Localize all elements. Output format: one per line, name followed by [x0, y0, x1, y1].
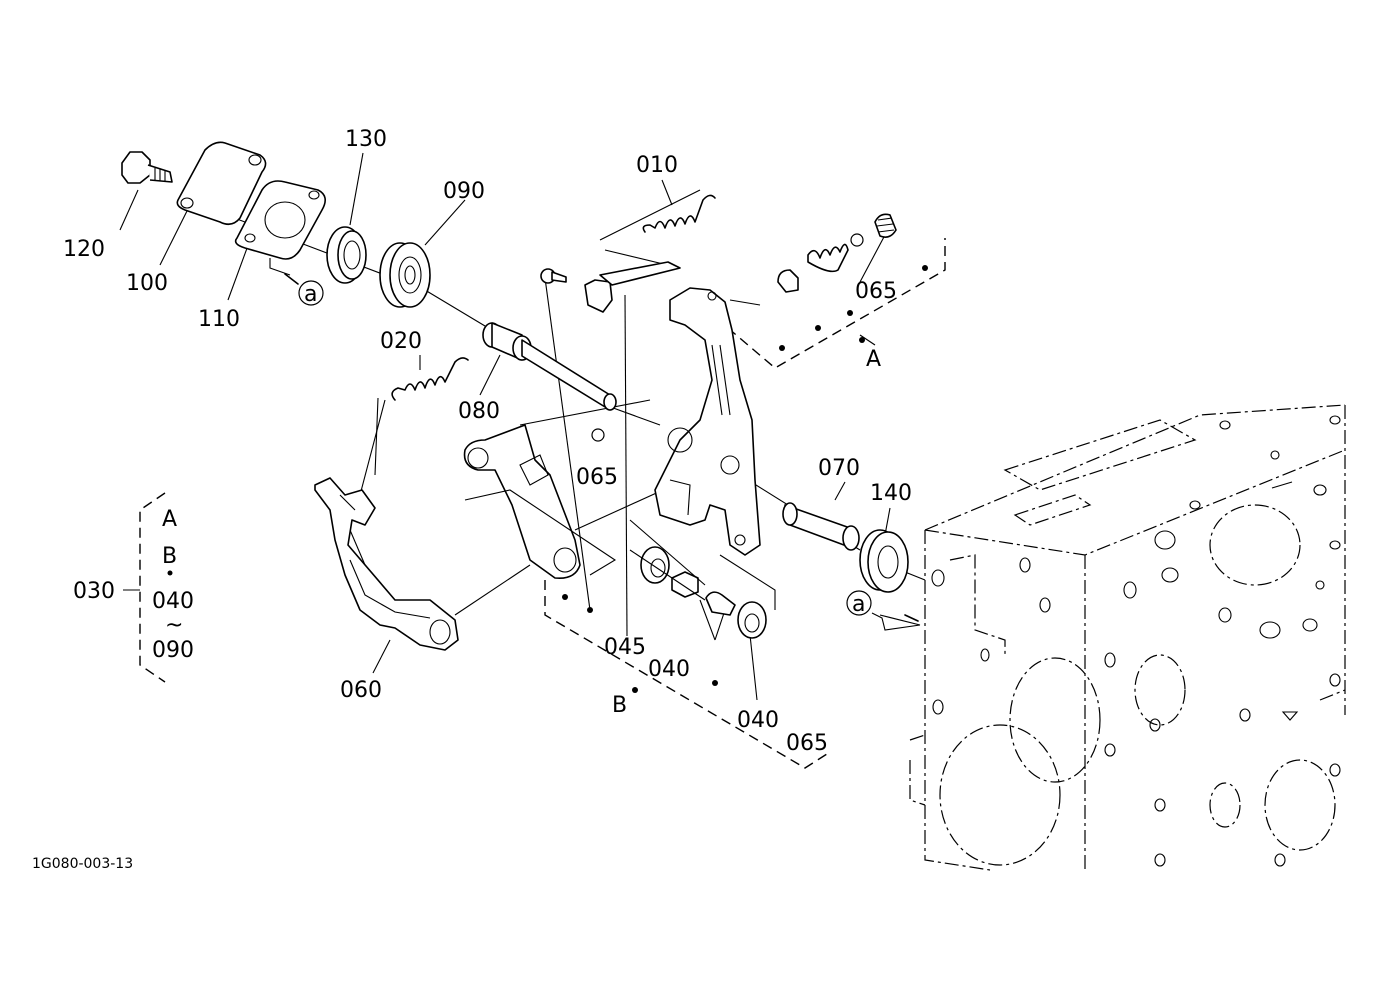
label-group-b: B — [612, 693, 627, 718]
bullet-dots — [167, 265, 928, 693]
label-ref-a-2: a — [852, 592, 865, 617]
label-020: 020 — [380, 329, 422, 354]
group-030-item-090: 090 — [152, 638, 194, 663]
label-110: 110 — [198, 307, 240, 332]
spring-020 — [391, 357, 469, 401]
ref-a-arrow-1 — [284, 273, 299, 285]
sleeve-070 — [782, 502, 860, 551]
engine-block — [909, 404, 1346, 871]
ref-a-circle-1 — [298, 280, 324, 306]
part-labels: 010 020 030 040 040 045 060 065 065 065 … — [32, 127, 912, 872]
cover-plate-100 — [176, 141, 267, 226]
group-030-item-040: 040 — [152, 589, 194, 614]
ref-a-arrow-2 — [904, 614, 919, 622]
spring-010 — [642, 194, 716, 233]
gasket-110 — [234, 180, 326, 260]
shaft-080 — [482, 322, 617, 411]
label-065-a: 065 — [855, 279, 897, 304]
hole-065-marker — [591, 428, 605, 442]
label-070: 070 — [818, 456, 860, 481]
ref-a-circle-2 — [846, 590, 872, 616]
label-065-c: 065 — [786, 731, 828, 756]
diagram-code: 1G080-003-13 — [32, 856, 133, 872]
group-b-parts — [629, 519, 776, 639]
label-040-a: 040 — [648, 657, 690, 682]
group-a-bracket — [727, 238, 946, 369]
bearing-090 — [379, 242, 431, 308]
lever-060 — [314, 477, 459, 651]
bracket-plate — [654, 287, 761, 556]
label-group-a: A — [866, 347, 881, 372]
label-120: 120 — [63, 237, 105, 262]
label-045: 045 — [604, 635, 646, 660]
label-100: 100 — [126, 271, 168, 296]
group-030-item-tilde: ~ — [165, 613, 183, 638]
label-ref-a-1: a — [304, 282, 317, 307]
bearing-140 — [859, 529, 909, 593]
label-080: 080 — [458, 399, 500, 424]
label-065-b: 065 — [576, 465, 618, 490]
group-a-parts — [777, 213, 897, 293]
bolt-120 — [121, 151, 173, 184]
label-010: 010 — [636, 153, 678, 178]
label-060: 060 — [340, 678, 382, 703]
label-090: 090 — [443, 179, 485, 204]
label-030: 030 — [73, 579, 115, 604]
group-030-bracket — [139, 492, 166, 683]
label-040-b: 040 — [737, 708, 779, 733]
clip-045 — [540, 261, 681, 313]
group-030-item-b: B — [162, 544, 177, 569]
lever-arm — [463, 424, 617, 580]
seal-130 — [326, 226, 367, 284]
group-b-bracket — [544, 580, 831, 769]
group-030-item-a: A — [162, 507, 177, 532]
label-130: 130 — [345, 127, 387, 152]
label-140: 140 — [870, 481, 912, 506]
